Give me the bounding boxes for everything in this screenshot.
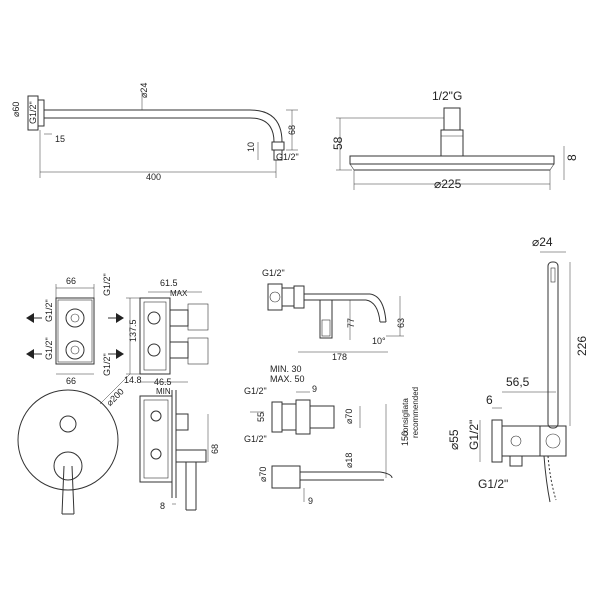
side-46-5: 46.5 [154,377,172,387]
section-9: 9 [312,384,317,394]
hand-shower-226: 226 [575,336,589,356]
box-thread-left-2: G1/2" [44,337,54,360]
head-diameter: ⌀225 [434,177,462,191]
arm-flange-diameter: ⌀60 [11,102,21,117]
mixer-valve-side: 68 8 [139,390,220,511]
concealed-box-side: 61.5 MAX 137.5 14.8 46.5 MIN [124,278,209,396]
section-thread-1: G1/2" [244,386,267,396]
arm-thread-label: G1/2" [28,101,38,124]
head-connector-thread: 1/2"G [432,89,462,103]
wall-spout-drawing: G1/2" 77 63 10° 178 [262,268,406,362]
spout-section: MIN. 30 MAX. 50 G1/2" G1/2" 9 55 ⌀70 con… [244,364,420,506]
side-min: MIN [156,387,171,396]
diverter-knob [59,415,77,433]
plate-diameter: ⌀200 [104,386,126,408]
arm-15-dim: 15 [55,134,65,144]
box-thread-left: G1/2" [44,299,54,322]
head-58-dim: 58 [331,136,345,150]
section-9b: 9 [308,496,313,506]
section-max-50: MAX. 50 [270,374,305,384]
spout-63: 63 [396,318,406,328]
hand-shower-thread-1: G1/2" [467,420,481,450]
arm-flange-collar [37,99,45,127]
shower-arm-drawing: ⌀60 G1/2" ⌀24 15 400 68 10 G1/2" [11,83,299,182]
box-thread-right-2: G1/2" [102,353,112,376]
section-recommended: recommended [411,387,420,438]
mixer-handle-base [53,451,83,481]
box-thread-right: G1/2" [102,273,112,296]
section-55: 55 [256,412,266,422]
hand-shower-thread-2: G1/2" [478,477,508,491]
head-plate [349,155,555,165]
section-thread-2: G1/2" [244,434,267,444]
box-port-lower [65,340,85,360]
side-61-5: 61.5 [160,278,178,288]
section-150: 150 [400,431,410,446]
side-14-8: 14.8 [124,375,142,385]
side-max: MAX [170,289,188,298]
spout-thread: G1/2" [262,268,285,278]
spout-77: 77 [346,318,356,328]
section-70b: ⌀70 [258,467,268,482]
side-137-5: 137.5 [128,319,138,342]
spout-10deg: 10° [372,336,386,346]
valve-68: 68 [210,444,220,454]
hand-shower-55: ⌀55 [447,429,461,450]
hand-shower-holder [539,425,567,457]
section-min-30: MIN. 30 [270,364,302,374]
shower-head-drawing: 1/2"G 58 8 ⌀225 [331,89,579,191]
box-66-top: 66 [66,276,76,286]
box-port-upper [65,308,85,328]
valve-8: 8 [160,501,165,511]
arm-68-dim: 68 [287,125,297,135]
head-8-dim: 8 [565,154,579,161]
box-66-bottom: 66 [66,376,76,386]
arm-10-dim: 10 [246,142,256,152]
hand-shower-6: 6 [486,393,493,407]
arm-400-dim: 400 [146,172,161,182]
hand-shower-diameter: ⌀24 [532,235,553,249]
head-connector [443,107,461,131]
section-70: ⌀70 [344,409,354,424]
hand-shower-56-5: 56,5 [506,375,530,389]
spout-178: 178 [332,352,347,362]
concealed-box-front: 66 G1/2" G1/2" G1/2" G1/2" 66 [26,273,124,386]
hand-shower-body [547,261,559,429]
arm-pipe-diameter: ⌀24 [139,83,149,98]
hand-shower-kit: ⌀24 226 56,5 6 ⌀55 G1/2" G1/2" [447,235,589,503]
section-18: ⌀18 [344,453,354,468]
box-body [55,297,95,365]
section-consigliata: consigliata [401,398,410,436]
mixer-plate-circle [17,389,119,491]
mixer-plate-front: ⌀200 [17,373,131,515]
arm-outlet-thread: G1/2" [276,152,299,162]
